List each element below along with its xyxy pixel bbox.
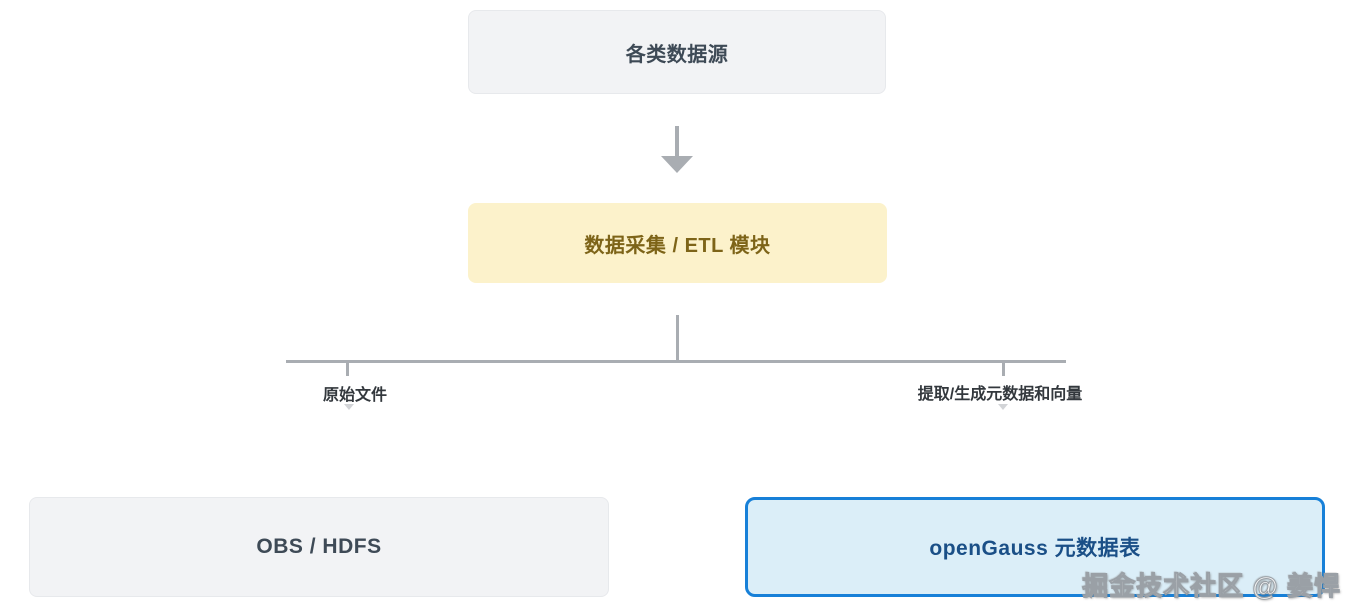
down-arrow-icon	[661, 156, 693, 173]
node-etl-module: 数据采集 / ETL 模块	[468, 203, 887, 283]
tree-connector-vertical	[676, 315, 679, 362]
node-obs-hdfs: OBS / HDFS	[29, 497, 609, 597]
node-data-sources-label: 各类数据源	[625, 43, 729, 66]
tree-connector-stub-right	[1002, 363, 1005, 376]
watermark: 掘金技术社区 @ 姜悍	[1082, 571, 1341, 602]
node-opengauss-metadata-table: openGauss 元数据表	[745, 497, 1325, 597]
small-down-arrow-icon-right	[998, 404, 1008, 410]
tree-connector-horizontal	[286, 360, 1066, 363]
node-opengauss-metadata-table-label: openGauss 元数据表	[929, 537, 1141, 560]
tree-connector-stub-left	[346, 363, 349, 376]
node-obs-hdfs-label: OBS / HDFS	[256, 535, 382, 558]
edge-label-raw-files: 原始文件	[322, 387, 388, 404]
edge-label-metadata-vectors: 提取/生成元数据和向量	[917, 386, 1083, 403]
node-etl-module-label: 数据采集 / ETL 模块	[584, 234, 771, 257]
node-data-sources: 各类数据源	[468, 10, 886, 94]
small-down-arrow-icon-left	[344, 404, 354, 410]
down-arrow-stem	[675, 126, 679, 158]
